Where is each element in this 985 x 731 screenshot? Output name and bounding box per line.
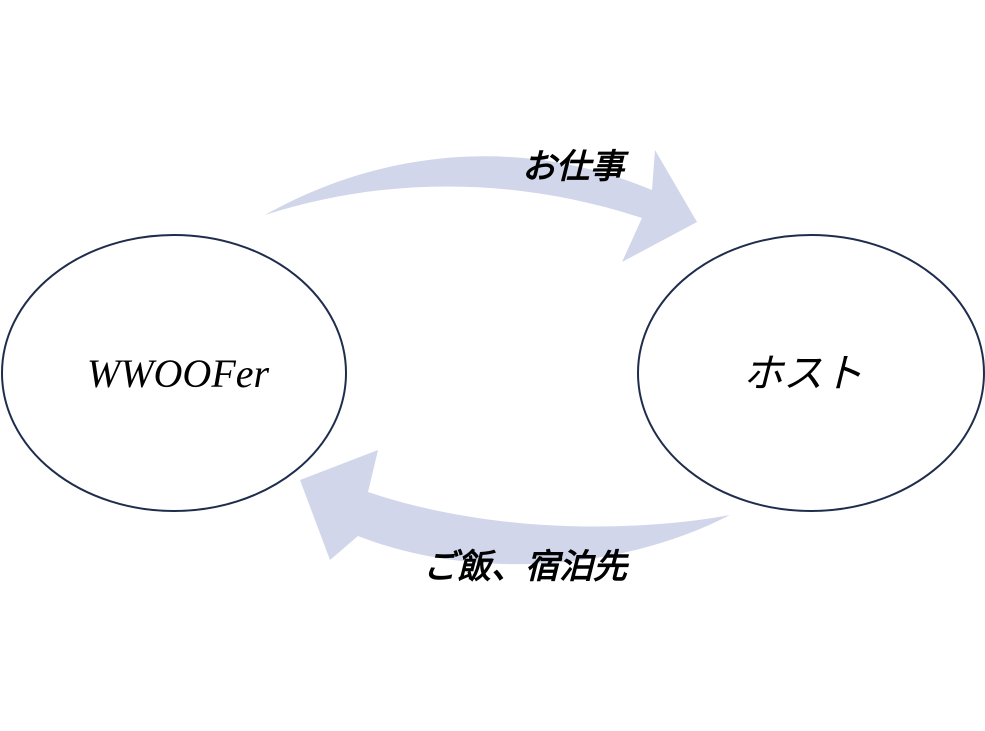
node-host-label: ホスト (743, 351, 863, 396)
arrow-work-to-host (265, 150, 697, 262)
edge-food-lodging-label: ご飯、宿泊先 (423, 547, 630, 587)
node-wwoofer (1, 234, 347, 512)
node-wwoofer-label: WWOOFer (87, 351, 270, 396)
edge-work-label: お仕事 (522, 147, 629, 187)
node-host (637, 234, 985, 512)
arrow-food-lodging-to-wwoofer (300, 450, 730, 565)
